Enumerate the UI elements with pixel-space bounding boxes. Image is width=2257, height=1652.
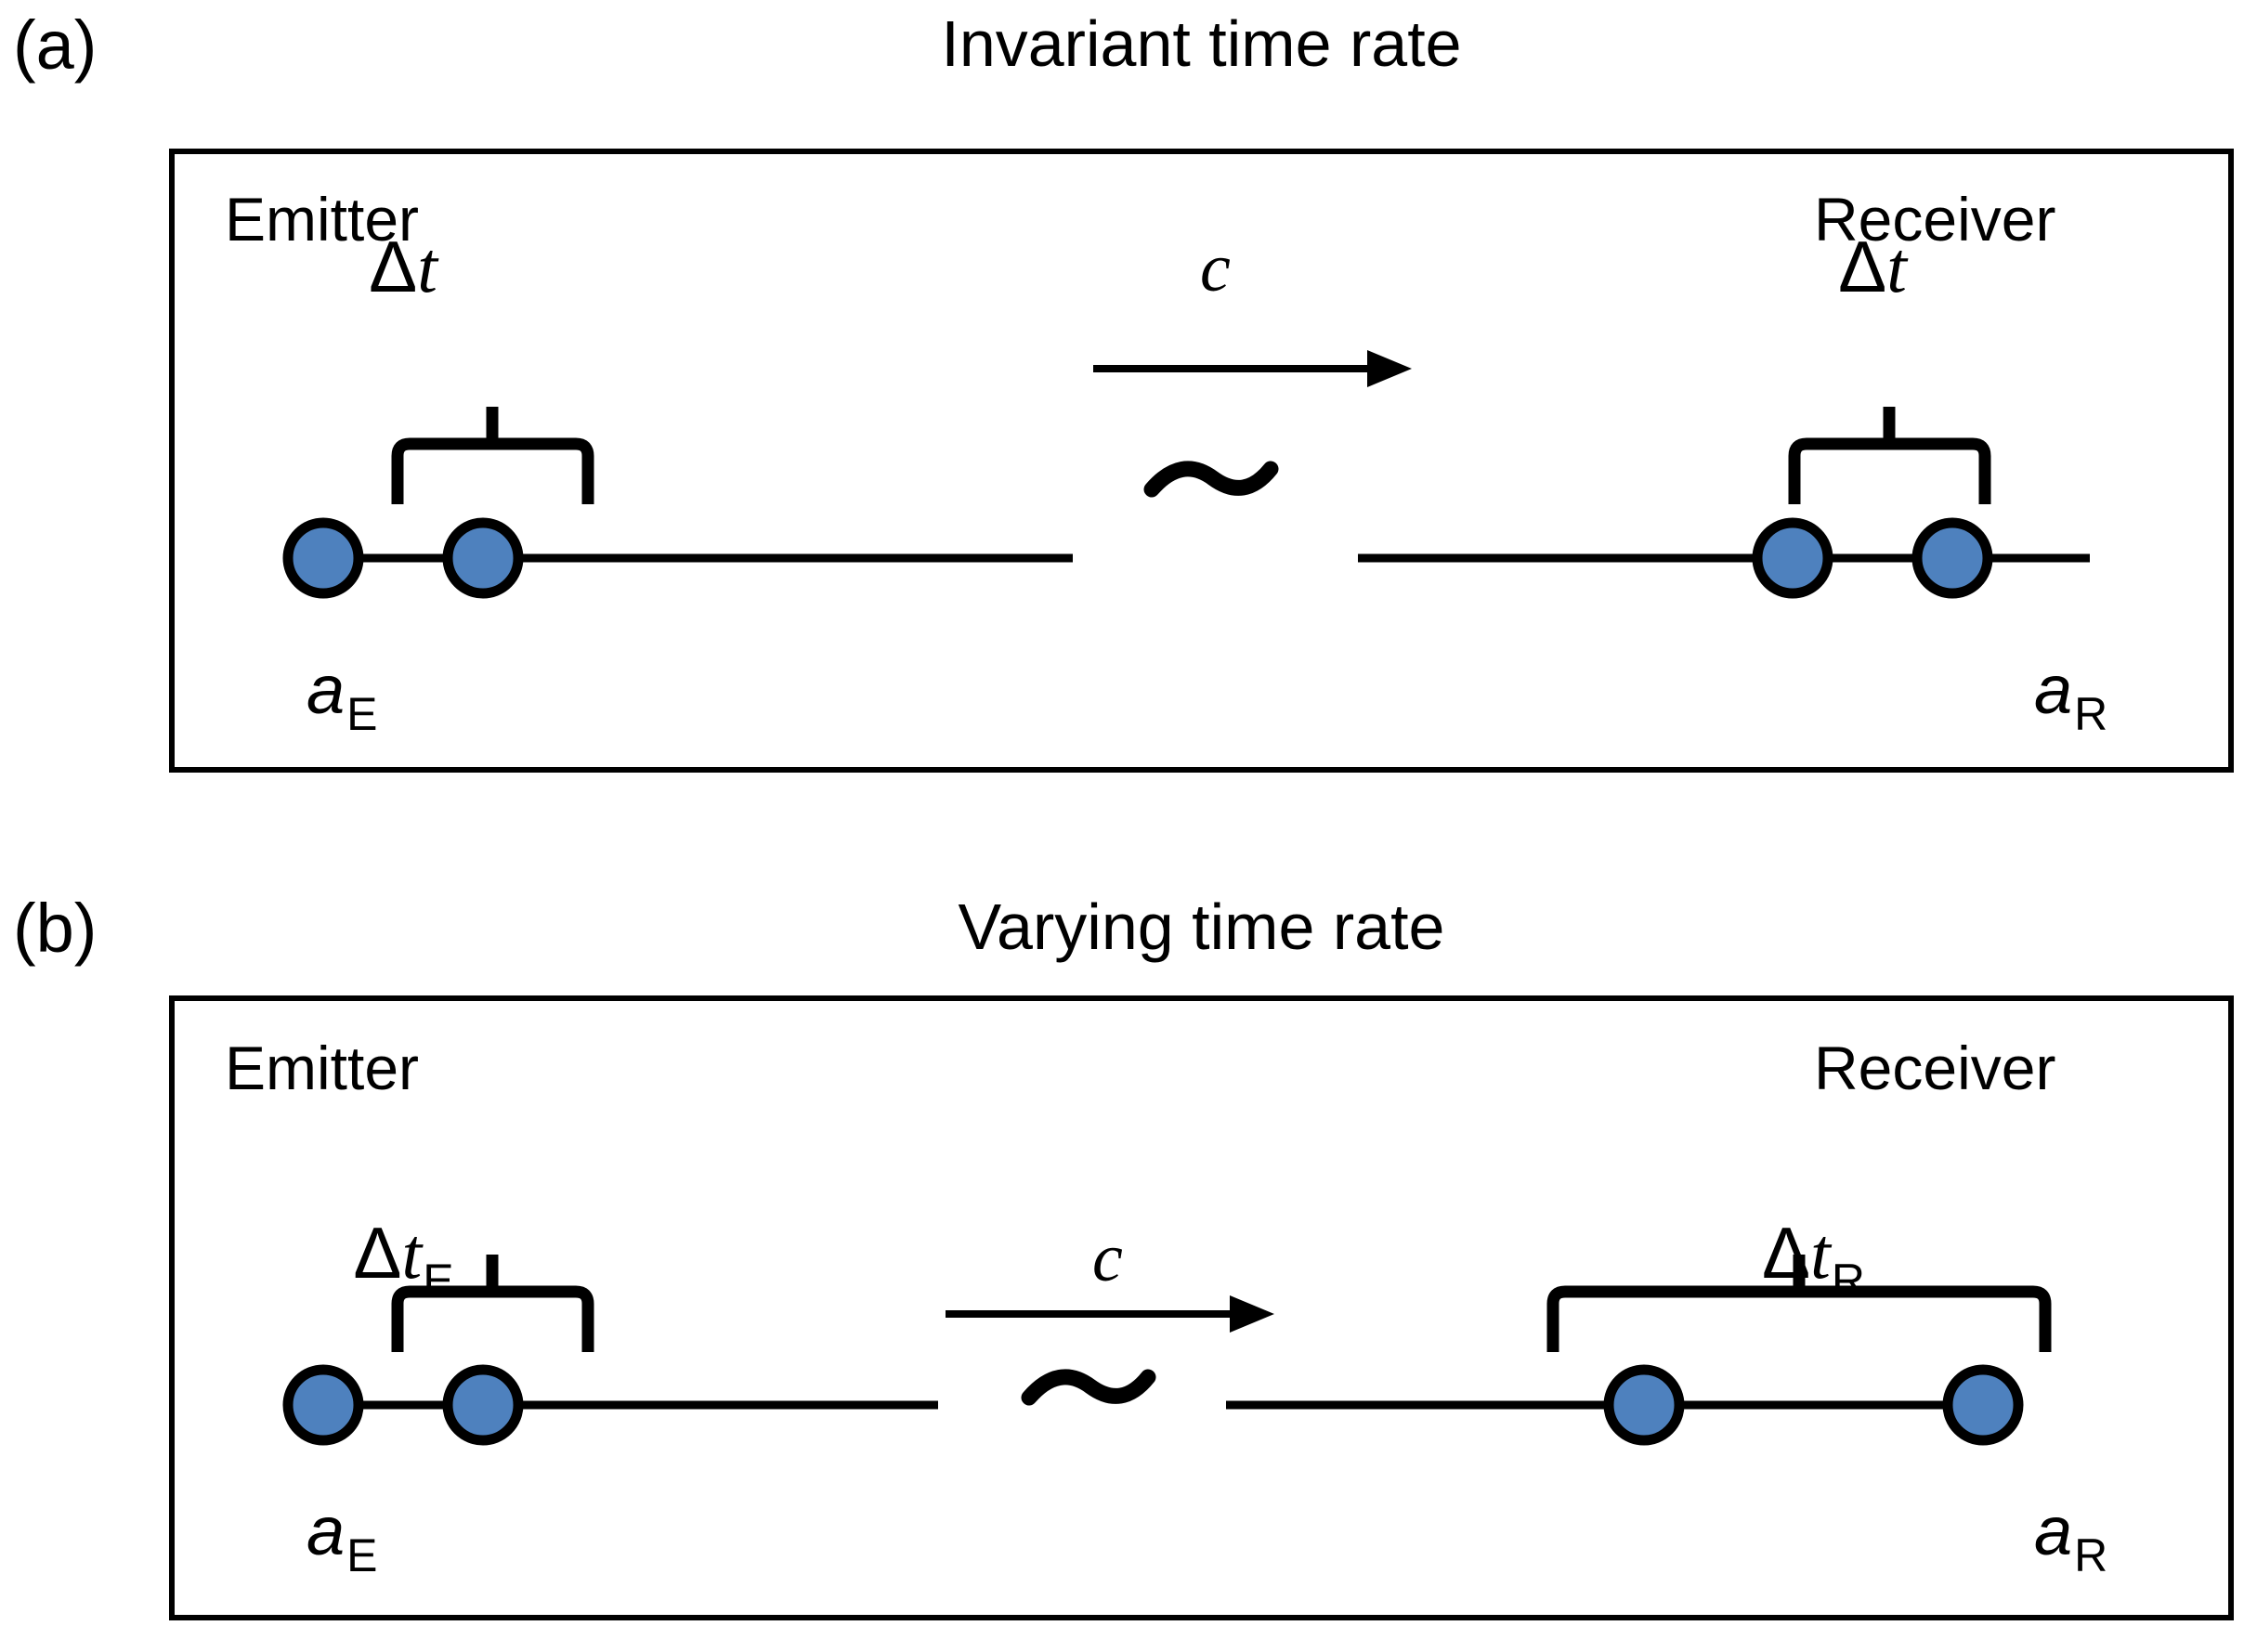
panel-a-propagation-label: c	[1200, 230, 1231, 306]
panel-b-letter: (b)	[13, 890, 98, 967]
panel-a-emitter-interval-label: Δt	[245, 230, 561, 304]
subscript-glyph: R	[1831, 1255, 1865, 1307]
delta-glyph: Δ	[353, 1212, 402, 1294]
axis-base-glyph: a	[2034, 1492, 2073, 1569]
panel-b-emitter-axis-label: aE	[307, 1497, 378, 1580]
axis-subscript-glyph: R	[2074, 688, 2108, 740]
axis-base-glyph: a	[307, 1492, 346, 1569]
axis-subscript-glyph: E	[346, 1529, 378, 1581]
panel-b-receiver-interval-label: ΔtR	[1655, 1216, 1971, 1304]
t-glyph: t	[417, 227, 437, 307]
t-glyph: t	[401, 1213, 423, 1294]
axis-subscript-glyph: E	[346, 688, 378, 740]
axis-base-glyph: a	[307, 651, 346, 728]
panel-a-emitter-axis-label: aE	[307, 656, 378, 738]
panel-a-title: Invariant time rate	[941, 7, 1462, 80]
panel-a-letter: (a)	[13, 7, 98, 84]
panel-b-emitter-interval-label: ΔtE	[245, 1216, 561, 1304]
panel-a-receiver-label: Receiver	[1814, 185, 2056, 254]
t-glyph: t	[1886, 227, 1907, 307]
panel-b-title: Varying time rate	[958, 891, 1445, 963]
delta-glyph: Δ	[1838, 226, 1887, 307]
panel-b-receiver-axis-label: aR	[2034, 1497, 2107, 1580]
delta-glyph: Δ	[369, 226, 418, 307]
panel-b-receiver-label: Receiver	[1814, 1034, 2056, 1102]
panel-b-propagation-label: c	[1092, 1220, 1123, 1296]
subscript-glyph: E	[423, 1255, 454, 1307]
panel-a-receiver-axis-label: aR	[2034, 656, 2107, 738]
panel-a-emitter-label: Emitter	[225, 185, 420, 254]
t-glyph: t	[1810, 1213, 1831, 1294]
axis-subscript-glyph: R	[2074, 1529, 2108, 1581]
panel-b-emitter-label: Emitter	[225, 1034, 420, 1102]
delta-glyph: Δ	[1762, 1212, 1811, 1294]
panel-a-receiver-interval-label: Δt	[1715, 230, 2030, 304]
axis-base-glyph: a	[2034, 651, 2073, 728]
